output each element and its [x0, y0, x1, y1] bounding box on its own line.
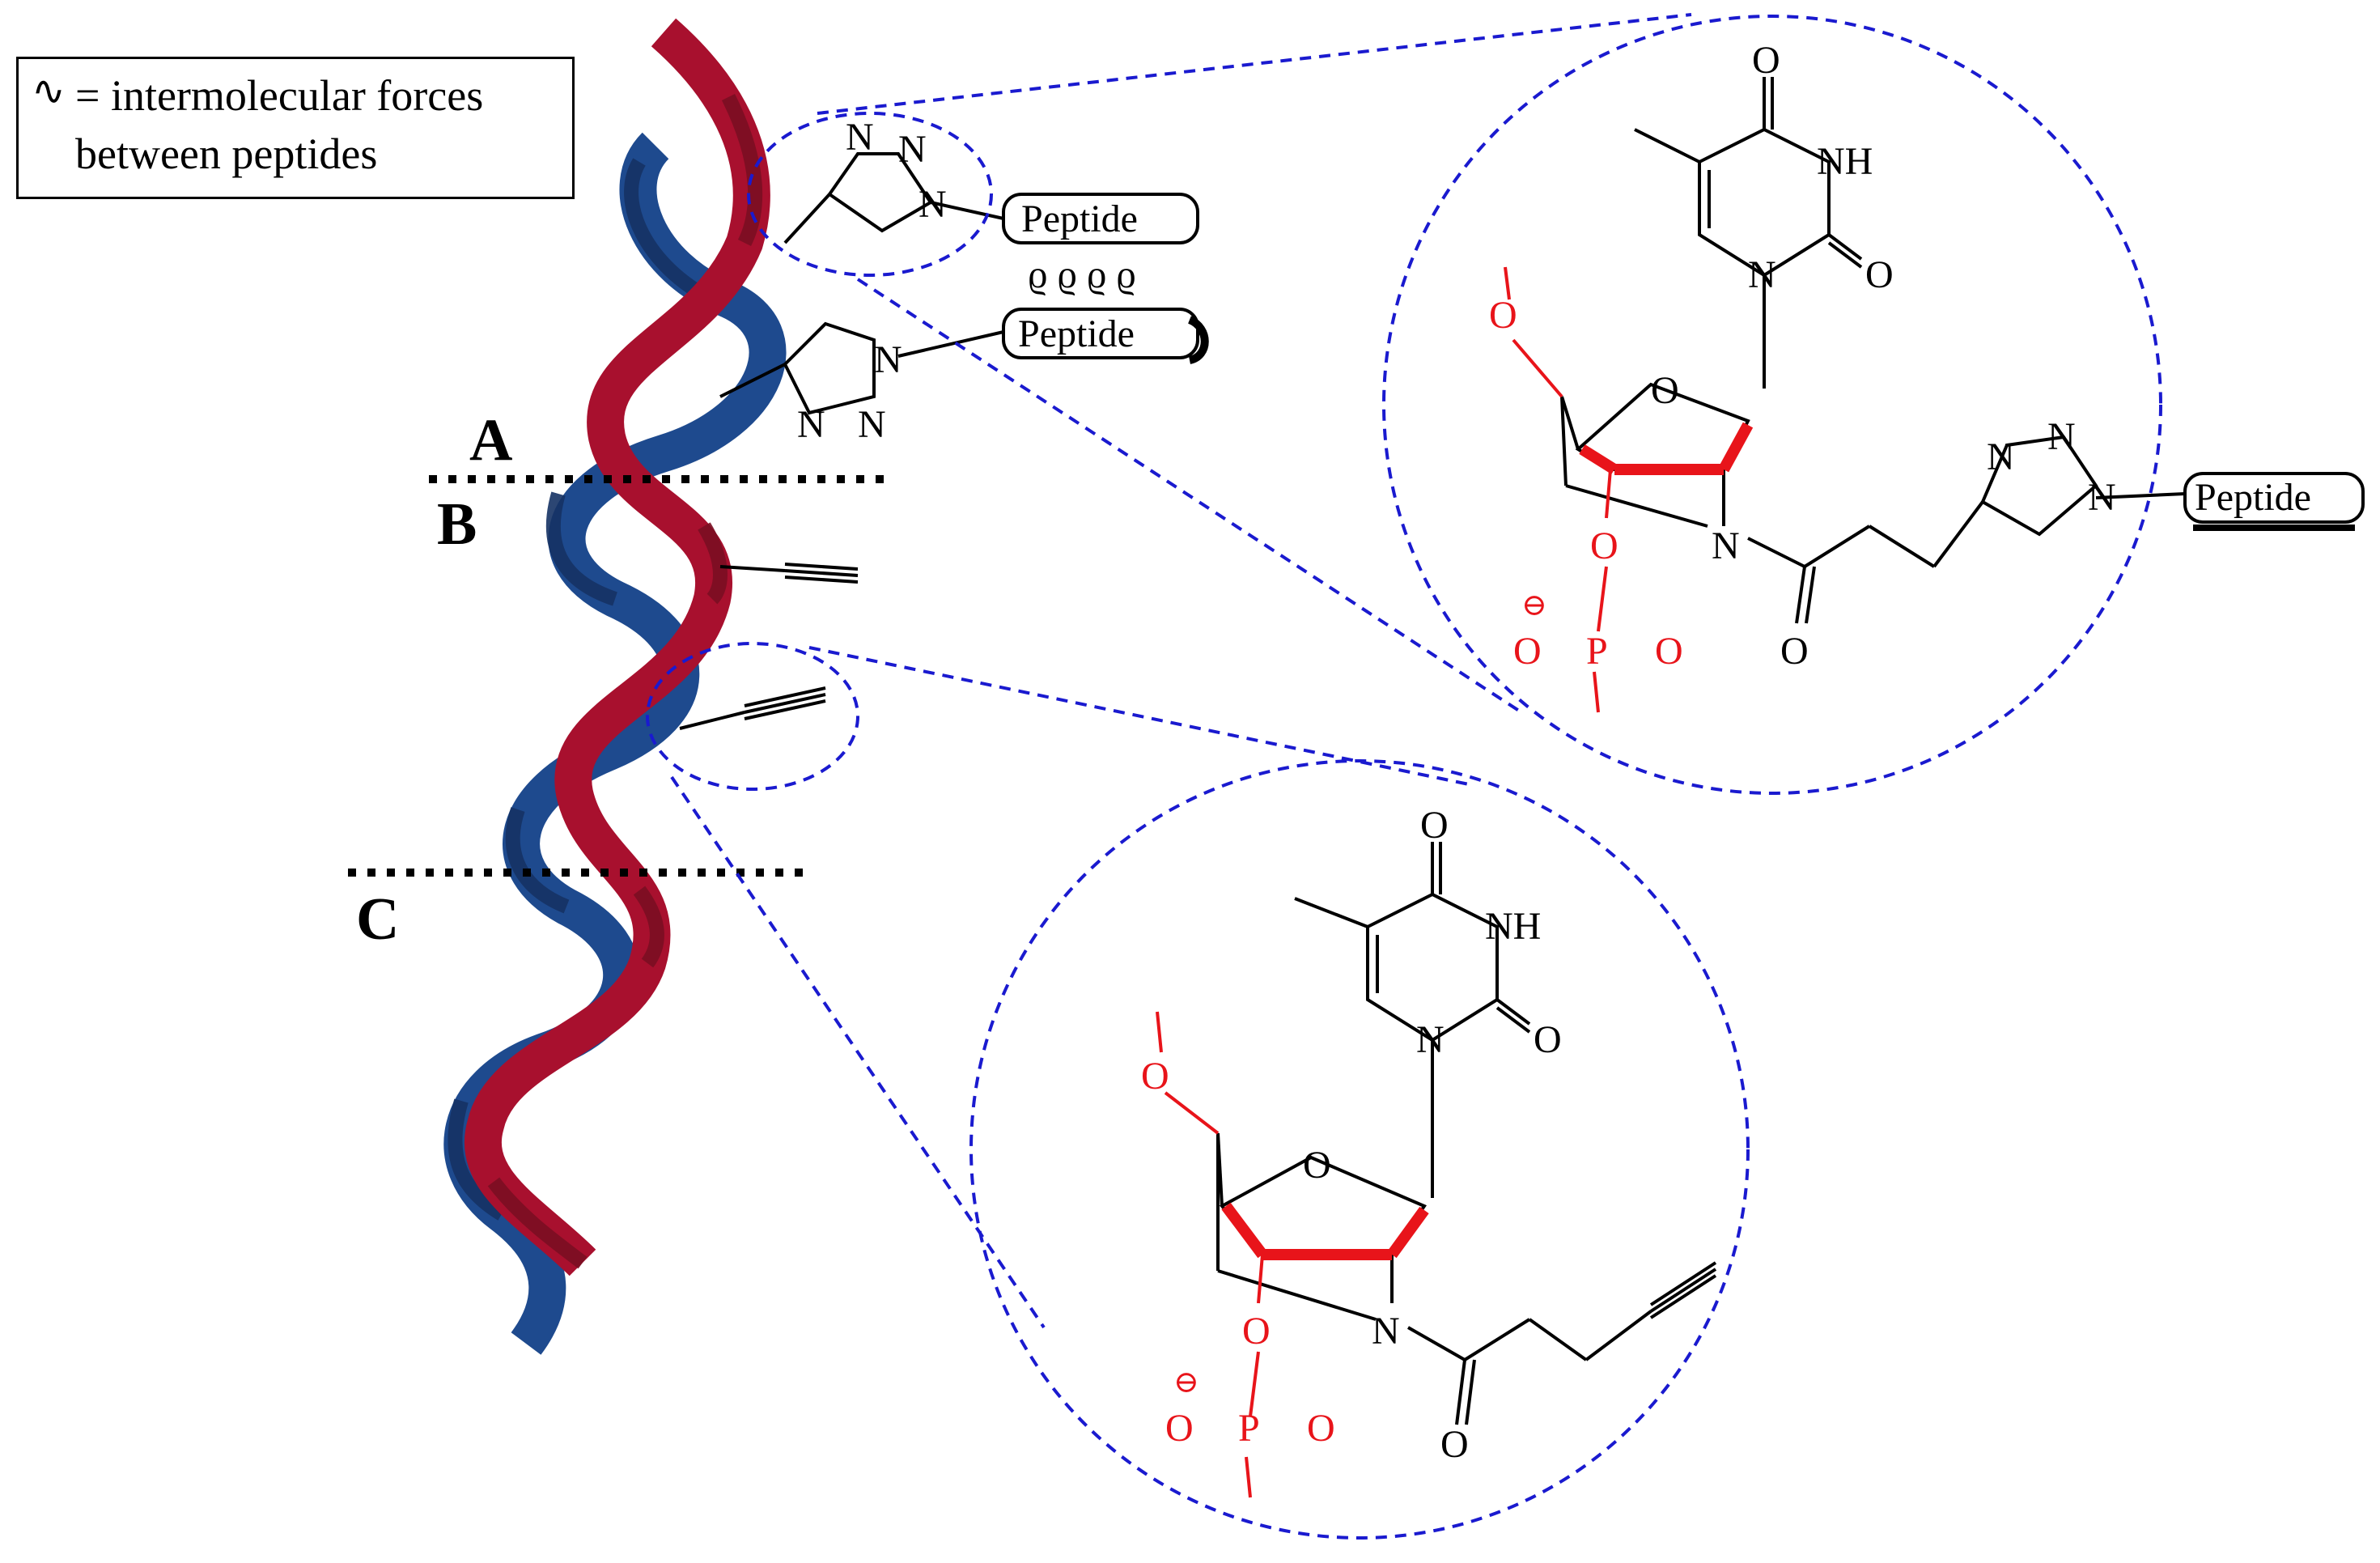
lower-n-glycosidic: N [1416, 1018, 1445, 1061]
upper-triazole-n1: N [846, 116, 874, 159]
region-label-c: C [356, 886, 399, 953]
lower-o-phosphate: O [1307, 1407, 1335, 1450]
helix-triazole-lower [719, 321, 1004, 415]
upper-backbone [1504, 266, 1612, 713]
upper-peptide-tag [1002, 193, 1199, 244]
lower-n-amide: N [1372, 1310, 1400, 1353]
lower-triazole-n1: N [874, 338, 902, 381]
callout-lower [646, 642, 1750, 1540]
upper-minus-sign: ⊖ [1521, 588, 1547, 622]
strand-red [464, 18, 770, 1276]
strand-red-shade [487, 93, 763, 1269]
upper-o-amide: O [1780, 630, 1809, 673]
upper-o-ring: O [1651, 369, 1679, 412]
lower-peptide-tag [1002, 308, 1209, 364]
legend-line-1: = intermolecular forces [75, 71, 484, 120]
lower-o-carbonyl-top: O [1420, 804, 1449, 847]
upper-triazole-n-c: N [2088, 476, 2116, 519]
upper-zoom-peptide-label: Peptide [2195, 476, 2311, 519]
lower-o-3prime: O [1242, 1310, 1271, 1353]
upper-o-minus: O [1513, 630, 1542, 673]
upper-n-glycosidic: N [1748, 253, 1776, 296]
lower-o-5prime: O [1141, 1055, 1169, 1098]
helix-triazole-upper [783, 152, 1004, 244]
legend-box: ∿ = intermolecular forces between peptid… [16, 57, 575, 199]
lower-sugar-bold-bonds [1221, 1202, 1429, 1260]
region-label-b: B [437, 491, 477, 558]
upper-o-phosphate: O [1655, 630, 1683, 673]
lower-o-minus: O [1165, 1407, 1194, 1450]
region-label-a: A [469, 407, 512, 474]
upper-peptide-label: Peptide [1021, 197, 1138, 240]
helix-alkyne-lower [679, 686, 826, 730]
upper-nh: NH [1817, 140, 1873, 183]
upper-zoom-peptide-tag [2183, 472, 2365, 531]
lower-o-ring: O [1303, 1144, 1331, 1187]
upper-o-3prime: O [1590, 525, 1618, 567]
upper-sugar-bold-bonds [1579, 422, 1754, 475]
lower-nucleoside-structure [1216, 842, 1717, 1425]
lower-phosphorus: P [1238, 1407, 1260, 1450]
upper-o-5prime: O [1489, 294, 1517, 337]
lower-triazole-n3: N [858, 403, 886, 446]
upper-triazole-n-a: N [1987, 435, 2015, 478]
lower-peptide-label: Peptide [1018, 312, 1135, 355]
legend-line-2: between peptides [75, 130, 378, 178]
helix-alkyne-upper [719, 563, 859, 584]
lower-nh: NH [1485, 905, 1541, 948]
upper-o-carbonyl-right: O [1865, 253, 1894, 296]
upper-phosphorus: P [1586, 630, 1608, 673]
upper-triazole-n-b: N [2047, 415, 2076, 458]
lower-backbone [1156, 1011, 1264, 1498]
lower-triazole-n2: N [797, 403, 825, 446]
strand-blue [443, 132, 787, 1355]
lower-o-amide: O [1440, 1423, 1469, 1466]
upper-triazole-n2: N [898, 128, 927, 171]
lower-minus-sign: ⊖ [1173, 1366, 1199, 1399]
upper-o-carbonyl-top: O [1752, 39, 1780, 82]
legend-symbol: ∿ [32, 68, 66, 113]
strand-blue-shade [448, 158, 716, 1221]
upper-nucleoside-structure [1560, 77, 2186, 624]
callout-upper [747, 13, 2162, 795]
peptide-interaction-wavy: ϱ ϱ ϱ ϱ [1028, 253, 1136, 296]
upper-triazole-n3: N [918, 183, 947, 226]
lower-o-carbonyl-right: O [1534, 1018, 1562, 1061]
upper-n-amide: N [1712, 525, 1740, 567]
dna-helix [443, 18, 787, 1355]
